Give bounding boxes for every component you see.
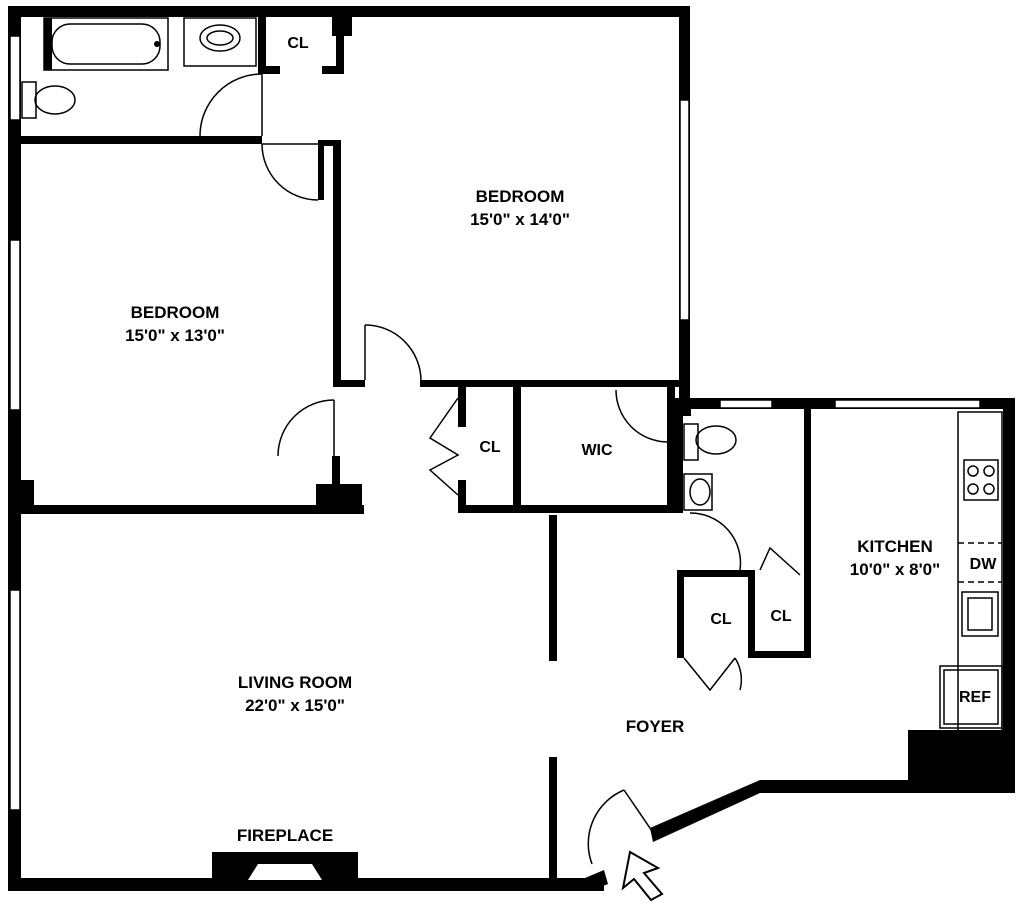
interior-walls — [14, 14, 1008, 882]
fireplace-label: FIREPLACE — [237, 826, 333, 845]
dishwasher-label: DW — [970, 556, 998, 573]
windows — [9, 35, 981, 811]
doors — [199, 73, 801, 865]
room-size-kitchen: 10'0" x 8'0" — [850, 560, 940, 579]
room-name-foyer: FOYER — [626, 717, 685, 736]
bathtub — [43, 17, 169, 71]
room-name-bedroom-upper: BEDROOM — [476, 187, 565, 206]
room-size-bedroom-left: 15'0" x 13'0" — [125, 326, 225, 345]
refrigerator-label: REF — [959, 689, 991, 706]
closet-label-wic: WIC — [581, 442, 613, 459]
closet-label-foyer-right: CL — [770, 608, 792, 625]
room-size-bedroom-upper: 15'0" x 14'0" — [470, 210, 570, 229]
fireplace — [212, 852, 358, 882]
sink-half-bath — [683, 473, 713, 511]
closet-label-foyer-left: CL — [710, 611, 732, 628]
room-name-living-room: LIVING ROOM — [238, 673, 352, 692]
labels: BEDROOM 15'0" x 14'0" BEDROOM 15'0" x 13… — [125, 35, 997, 845]
room-name-kitchen: KITCHEN — [857, 537, 933, 556]
room-size-living-room: 22'0" x 15'0" — [245, 696, 345, 715]
closet-label-top: CL — [287, 35, 309, 52]
kitchen-counter — [939, 411, 1003, 733]
toilet-main-bath — [21, 81, 76, 119]
toilet-half-bath — [683, 423, 737, 461]
closet-label-hall: CL — [479, 439, 501, 456]
entry-arrow-icon — [621, 850, 664, 902]
room-name-bedroom-left: BEDROOM — [131, 303, 220, 322]
bathroom-sink — [183, 17, 257, 67]
